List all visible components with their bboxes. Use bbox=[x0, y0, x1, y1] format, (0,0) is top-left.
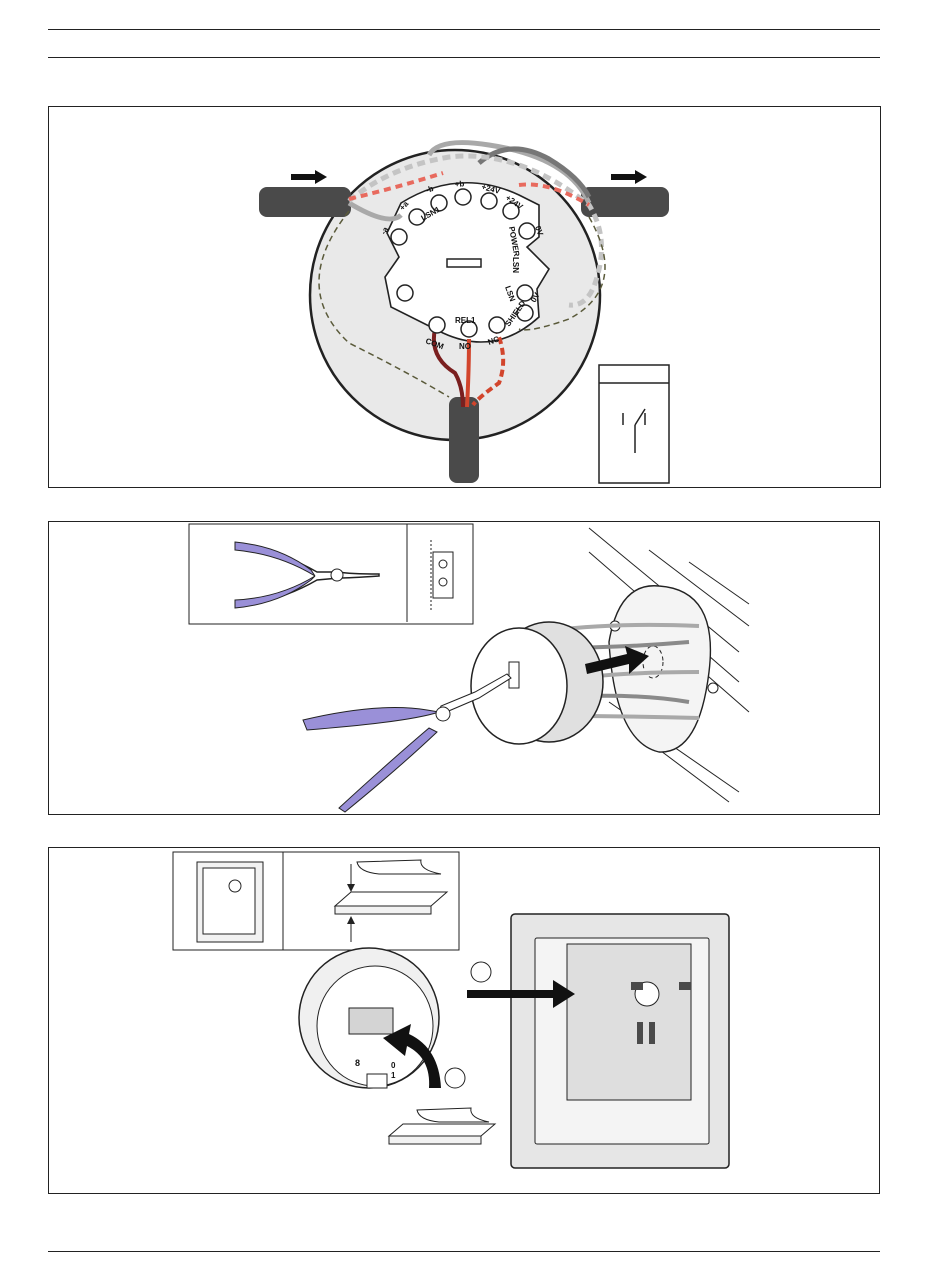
panel-wiring-diagram: -a +a LSN1 -b +b +24V +24V POWER 0V LSN … bbox=[48, 106, 881, 488]
tool-inset bbox=[189, 524, 473, 624]
cable-out-right bbox=[581, 187, 669, 217]
dip-label-bank: 8 bbox=[355, 1058, 360, 1068]
dip-label-on: 1 bbox=[391, 1071, 396, 1080]
footer-rule bbox=[48, 1251, 880, 1252]
board-slot bbox=[447, 259, 481, 267]
header-rule-top bbox=[48, 29, 880, 30]
cable-bottom bbox=[449, 397, 479, 483]
relay-contact-icon bbox=[599, 365, 669, 483]
adhesive-inset bbox=[173, 852, 459, 950]
pliers-icon bbox=[303, 674, 511, 812]
label-no: NO bbox=[459, 342, 471, 351]
header-rule-bottom bbox=[48, 57, 880, 58]
arrow-right-icon bbox=[291, 170, 327, 184]
adhesive-pad-icon bbox=[389, 1108, 495, 1144]
enclosure bbox=[511, 914, 729, 1168]
panel-mounting bbox=[48, 521, 880, 815]
dip-label-off: 0 bbox=[391, 1061, 396, 1070]
label-rel1: REL1 bbox=[455, 316, 476, 325]
wall-box bbox=[609, 586, 710, 752]
module-back bbox=[299, 948, 439, 1088]
arrow-right-icon bbox=[611, 170, 647, 184]
step-marker bbox=[445, 1068, 465, 1088]
label-lsn-out-plus: +b bbox=[454, 179, 464, 189]
label-lsn-section: LSN bbox=[511, 257, 520, 273]
step-marker bbox=[471, 962, 491, 982]
cable-in-left bbox=[259, 187, 351, 217]
panel-enclosure: 8 0 1 bbox=[48, 847, 880, 1194]
